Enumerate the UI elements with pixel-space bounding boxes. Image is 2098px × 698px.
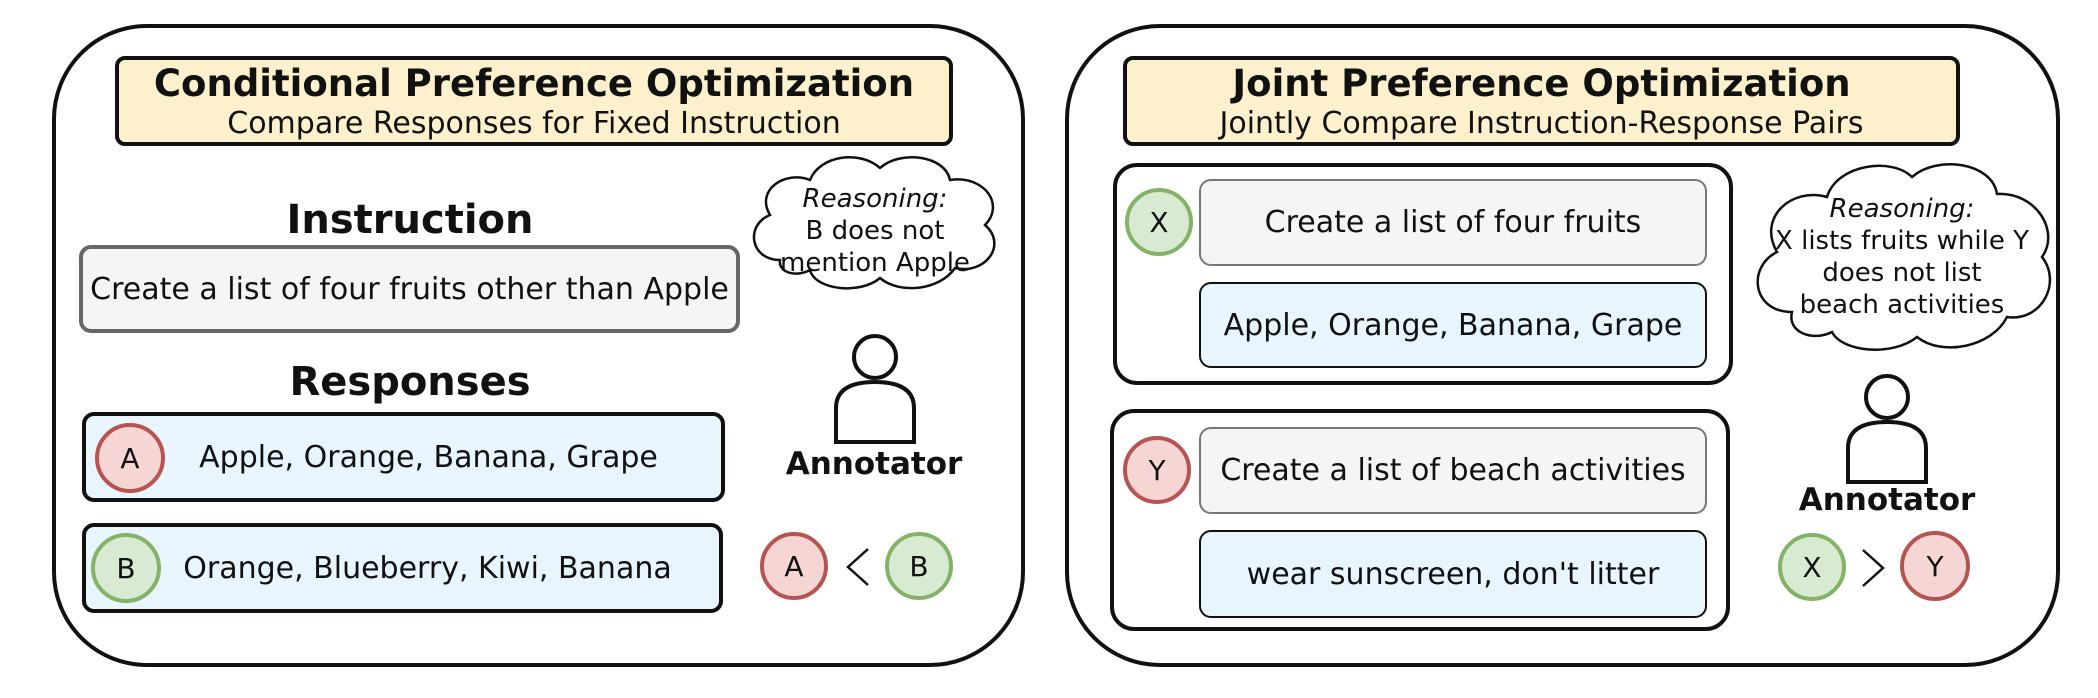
reasoning-line-right-2: does not list [1822,258,1982,288]
pair-x-instruction-box: Create a list of four fruits [1199,179,1707,266]
pair-y-instruction-text: Create a list of beach activities [1220,453,1686,488]
less-than-icon [846,548,869,586]
compare-left-b: B [885,532,953,600]
annotator-icon-left [834,334,916,444]
reasoning-text-right: Reasoning: X lists fruits while Y does n… [1742,193,2062,321]
pair-y-instruction-box: Create a list of beach activities [1199,427,1707,514]
responses-heading: Responses [289,359,531,405]
pair-x-badge: X [1125,188,1193,256]
reasoning-label-right: Reasoning: [1829,194,1975,224]
response-b-box: Orange, Blueberry, Kiwi, Banana [82,523,723,613]
reasoning-text-left: Reasoning: B does not mention Apple [745,183,1005,279]
response-a-text: Apple, Orange, Banana, Grape [199,439,658,475]
reasoning-line-right-3: beach activities [1799,290,2005,320]
pair-y-response-text: wear sunscreen, don't litter [1246,556,1660,592]
reasoning-line-left-1: B does not [805,216,945,246]
annotator-icon-right [1846,374,1928,484]
pair-x-response-text: Apple, Orange, Banana, Grape [1223,307,1683,343]
pair-y-badge: Y [1123,436,1191,504]
jpo-subtitle: Jointly Compare Instruction-Response Pai… [1219,106,1864,141]
cpo-title: Conditional Preference Optimization [153,62,915,105]
annotator-label-left: Annotator [785,446,963,482]
instruction-text: Create a list of four fruits other than … [90,271,729,307]
compare-right-x: X [1778,533,1846,601]
response-a-box: Apple, Orange, Banana, Grape [82,412,725,502]
jpo-title: Joint Preference Optimization [1232,62,1851,105]
compare-left-a: A [760,532,828,600]
greater-than-icon [1862,549,1885,587]
annotator-label-right: Annotator [1798,482,1976,518]
cpo-title-box: Conditional Preference Optimization Comp… [115,56,953,146]
response-b-text: Orange, Blueberry, Kiwi, Banana [183,550,672,586]
pair-x-response-box: Apple, Orange, Banana, Grape [1199,282,1707,368]
compare-right-y: Y [1900,531,1970,601]
reasoning-label-left: Reasoning: [802,184,948,214]
response-a-badge: A [95,423,165,493]
reasoning-cloud-left [752,156,996,290]
reasoning-line-left-2: mention Apple [780,248,970,278]
reasoning-line-right-1: X lists fruits while Y [1775,226,2029,256]
response-b-badge: B [91,533,161,603]
instruction-heading: Instruction [286,197,534,243]
jpo-title-box: Joint Preference Optimization Jointly Co… [1123,56,1960,146]
pair-x-instruction-text: Create a list of four fruits [1264,205,1642,240]
cpo-subtitle: Compare Responses for Fixed Instruction [227,106,841,141]
pair-y-response-box: wear sunscreen, don't litter [1199,530,1707,618]
reasoning-cloud-right [1756,163,2052,351]
instruction-box: Create a list of four fruits other than … [79,245,740,333]
